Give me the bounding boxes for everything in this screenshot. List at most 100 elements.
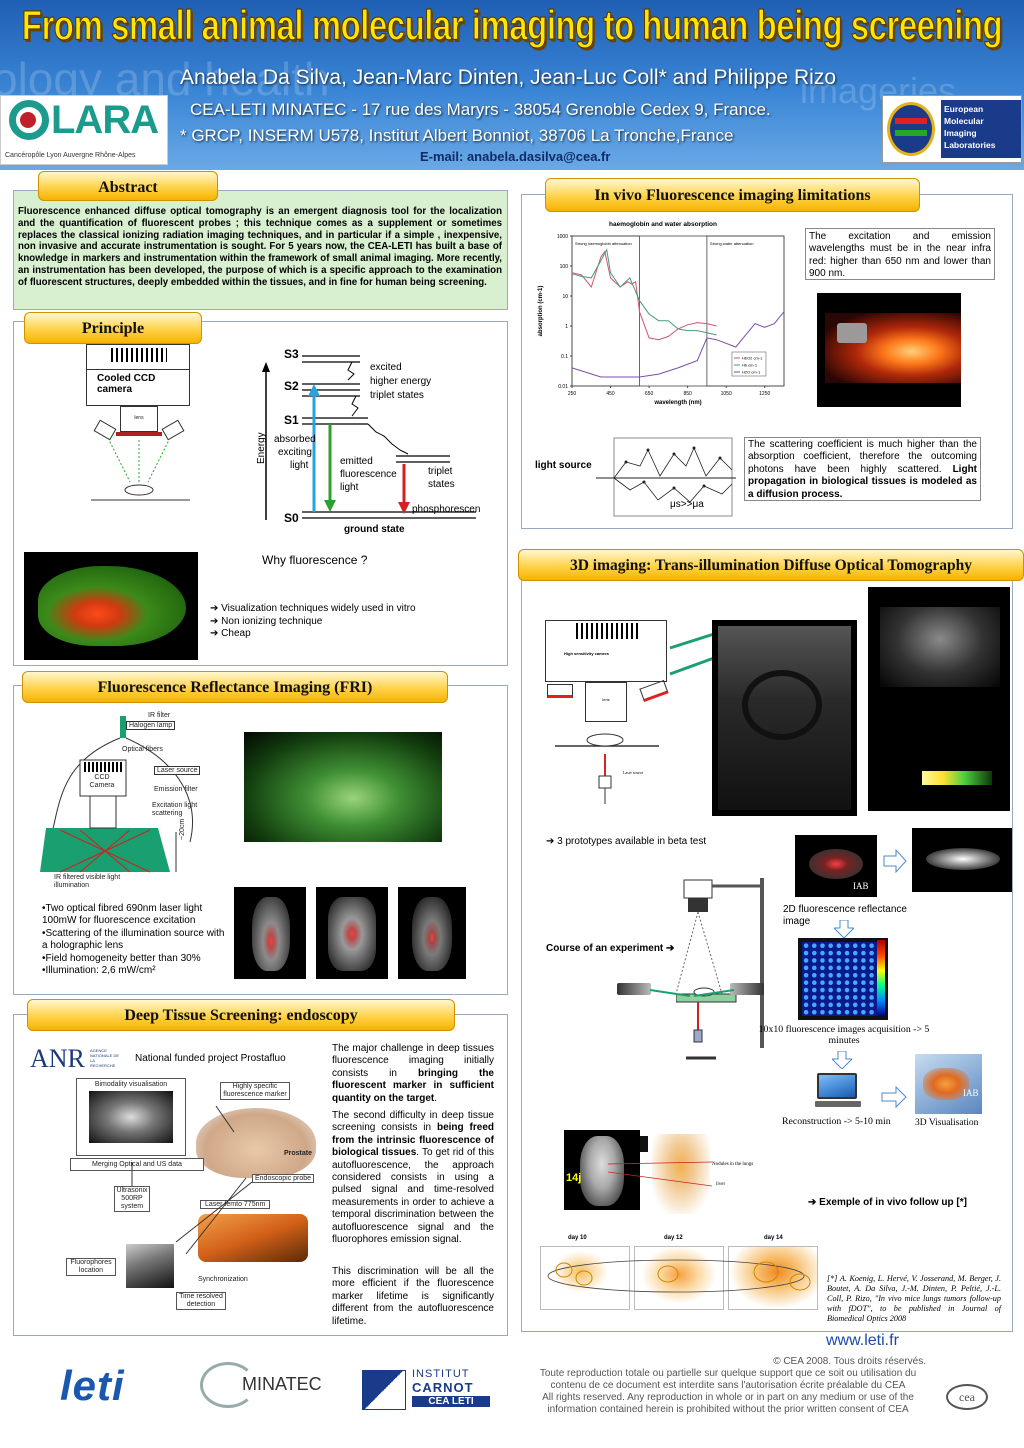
s1-label: S1 [284, 413, 299, 427]
minatec-logo: MINATEC [200, 1360, 350, 1410]
website-link[interactable]: www.leti.fr [826, 1332, 899, 1349]
carnot-line-1: INSTITUT [412, 1368, 470, 1380]
computer-icon [815, 1073, 861, 1107]
lens-label: lens [134, 415, 144, 421]
poster-title: From small animal molecular imaging to h… [21, 1, 1003, 49]
laser-device [198, 1214, 308, 1262]
cable-loop [742, 670, 822, 740]
copyright-line: © CEA 2008. Tous droits réservés. [773, 1356, 926, 1367]
diffusion-statement: Light propagation in biological tissues … [748, 463, 978, 500]
mouse-silhouette [328, 897, 376, 971]
ir-filter-label: IR filter [148, 712, 171, 719]
poster-header: ology and health imageries [0, 0, 1024, 170]
eml-logo: European Molecular Imaging Laboratories [882, 95, 1022, 163]
abstract-section [13, 190, 508, 310]
anr-logo: ANR AGENCE NATIONALE DE LA RECHERCHE [30, 1044, 120, 1074]
absorbed-label: absorbed [274, 434, 316, 445]
distance-label: ~20cm [179, 818, 186, 840]
follow-up-timeline: day 10 day 12 day 14 [536, 1232, 818, 1318]
jablonski-diagram: S3 S2 S1 S0 Energy excited higher energy… [256, 347, 480, 535]
series-line-hbo2 [571, 250, 717, 341]
email: E-mail: anabela.dasilva@cea.fr [420, 149, 611, 164]
mouse-silhouette [412, 897, 452, 971]
keyboard-icon [815, 1101, 861, 1107]
detector-device [126, 1244, 174, 1288]
endoscopy-wiring [131, 1105, 253, 1255]
light2-label: light [340, 482, 359, 493]
x-tick-label: 850 [683, 391, 692, 397]
tumor-reconstruction-image [652, 1134, 710, 1214]
eml-emblem [887, 102, 935, 156]
x-tick-label: 450 [606, 391, 615, 397]
reference-citation: [*] A. Koenig, L. Hervé, V. Josserand, M… [827, 1274, 1001, 1323]
side-source-left [547, 684, 573, 698]
reconstruction-caption: Reconstruction -> 5-10 min [782, 1116, 891, 1127]
eml-line: Laboratories [944, 140, 996, 150]
legend-entry: HbO2 cm-1 [742, 356, 763, 361]
fri-setup-photo [244, 732, 442, 842]
exciting-label: exciting [278, 447, 312, 458]
ccd-body [86, 370, 190, 406]
fri-heading: Fluorescence Reflectance Imaging (FRI) [22, 671, 448, 703]
clara-text: LARA [51, 98, 159, 142]
emitted-label: emitted [340, 456, 373, 467]
light-label: light [290, 460, 309, 471]
dts-heading: Deep Tissue Screening: endoscopy [27, 999, 455, 1031]
endoscopy-diagram: Bimodality visualisation Highly specific… [66, 1078, 328, 1318]
fri-mouse-image-2 [316, 887, 388, 979]
iab-label-2: IAB [963, 1088, 979, 1098]
ultrasonix-label: Ultrasonix 500RP system [114, 1186, 150, 1212]
laser-source-label: Laser source [154, 766, 201, 775]
prototype-cabinet-photo [712, 620, 857, 816]
absorption-chart: haemoglobin and water absorption Strong … [532, 218, 794, 414]
abstract-heading: Abstract [38, 171, 218, 201]
fri-mouse-image-1 [234, 887, 306, 979]
anr-letters: ANR [30, 1044, 85, 1073]
excitation-light-label: Excitation light scattering [152, 802, 198, 817]
laser-beams [650, 989, 734, 997]
eml-text: European Molecular Imaging Laboratories [941, 100, 1021, 158]
x-tick-label: 250 [568, 391, 577, 397]
dot-setup-diagram: High sensitivity camera lens Laser sourc… [545, 620, 669, 806]
dts-paragraph-2: The second difficulty in deep tissue scr… [332, 1110, 494, 1246]
mouse-shape [580, 1136, 624, 1206]
acquisition-grid-image [798, 938, 888, 1020]
3d-volume [923, 1068, 969, 1100]
light-source-label: light source [535, 460, 592, 471]
mouse-silhouette [252, 897, 290, 971]
fri-specs: •Two optical fibred 690nm laser light 10… [42, 903, 232, 977]
triplet-states-label: triplet states [370, 390, 424, 401]
fri-spec-item: •Scattering of the illumination source w… [42, 927, 225, 952]
fluorophores-label: Fluorophores location [66, 1258, 116, 1276]
principle-heading: Principle [24, 312, 202, 344]
clara-subtitle: Cancéropôle Lyon Auvergne Rhône-Alpes [5, 152, 136, 159]
synchronization-label: Synchronization [198, 1276, 248, 1283]
y-axis-label: absorption (cm-1) [538, 286, 544, 337]
iab-mouse-photo: IAB [795, 835, 877, 897]
follow-up-caption: ➔ Exemple of in vivo follow up [*] [808, 1197, 967, 1208]
day-14-label: day 14 [764, 1235, 783, 1241]
why-fluorescence: Why fluorescence ? [262, 553, 368, 567]
carnot-line-3: CEA LETI [412, 1396, 490, 1407]
carnot-emblem [362, 1370, 406, 1410]
y-tick-label: 10 [562, 294, 568, 300]
pointer-arrows [669, 632, 715, 676]
x-tick-label: 1050 [721, 391, 732, 397]
dts-text: . [434, 1092, 438, 1104]
camera-box: High sensitivity camera [545, 620, 667, 682]
endoscopic-probe-label: Endoscopic probe [252, 1174, 315, 1183]
dts-paragraph-3: This discrimination will be all the more… [332, 1266, 494, 1327]
scattering-relation: μs>>μa [670, 499, 704, 510]
clara-logo: C LARA Cancéropôle Lyon Auvergne Rhône-A… [0, 95, 168, 165]
visualisation-caption: 3D Visualisation [915, 1118, 979, 1128]
advantage-item: ➔ Cheap [210, 628, 251, 639]
ccd-camera-label: CCD Camera [89, 774, 115, 789]
y-tick-label: 100 [560, 264, 569, 270]
eml-line: European [944, 104, 984, 114]
project-name: National funded project Prostafluo [135, 1053, 286, 1064]
ir-filtered-label: IR filtered visible light illumination [54, 874, 121, 889]
day-12-label: day 12 [664, 1235, 683, 1241]
triplet-label: triplet [428, 466, 453, 477]
fri-spec-item: •Two optical fibred 690nm laser light 10… [42, 903, 203, 927]
